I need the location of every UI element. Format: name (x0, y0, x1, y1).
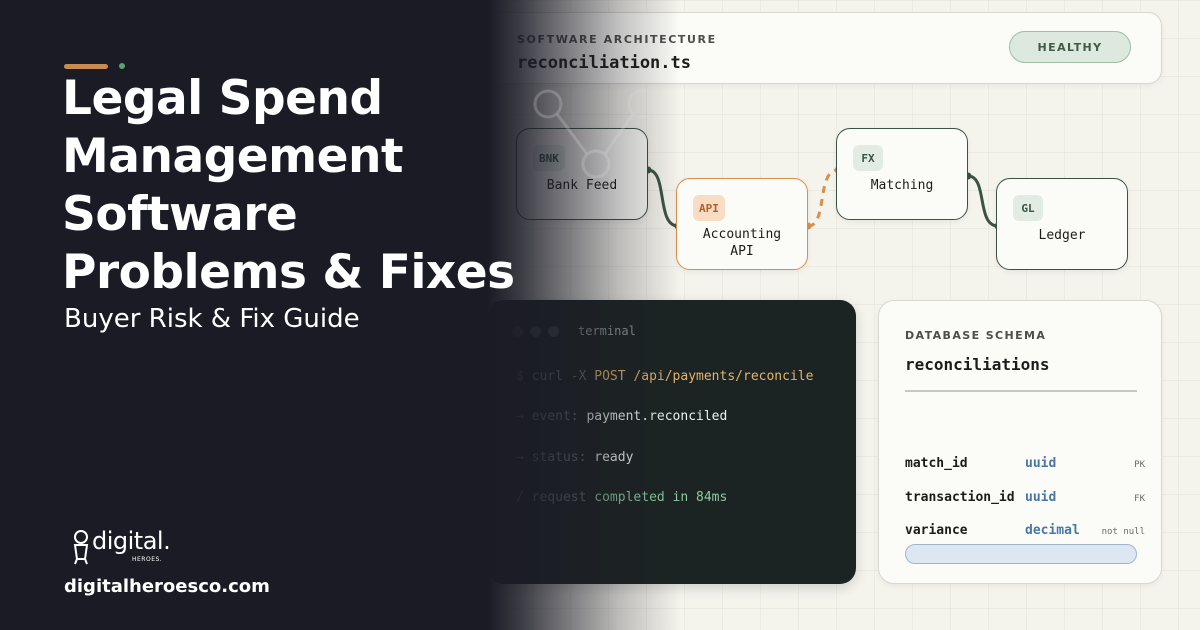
flow-node-ledger[interactable]: GL Ledger (996, 178, 1128, 270)
terminal-line: $ curl -X POST /api/payments/reconcile (516, 369, 813, 384)
node-label: Ledger (1038, 228, 1086, 243)
hero-title: Legal Spend Management Software Problems… (62, 70, 532, 302)
connector-bank-to-api (647, 168, 679, 228)
schema-field-type: uuid (1025, 490, 1057, 505)
hero-title-line: Legal Spend (62, 71, 383, 126)
database-schema-card: DATABASE SCHEMA reconciliations match_id… (878, 300, 1162, 584)
schema-field-key: PK (1134, 460, 1145, 470)
terminal-token: request (531, 490, 595, 505)
terminal-token: POST (594, 369, 626, 384)
node-tag: FX (853, 145, 883, 171)
accent-bar (64, 64, 108, 69)
hero-mascot-icon (73, 530, 89, 565)
window-dot-icon (548, 326, 559, 337)
hero-title-line: Management (62, 129, 403, 184)
terminal-title: terminal (578, 324, 636, 338)
terminal-prompt: → (516, 450, 532, 465)
schema-divider (905, 390, 1137, 392)
website-link[interactable]: digitalheroesco.com (64, 576, 270, 597)
terminal-token: payment.reconciled (586, 409, 728, 424)
connector-api-to-matching (807, 168, 839, 228)
schema-field-type: uuid (1025, 456, 1057, 471)
brand-subtext: HEROES. (132, 556, 163, 563)
schema-field-type: decimal (1025, 523, 1080, 538)
terminal-prompt: → (516, 409, 532, 424)
terminal-token: event: (531, 409, 587, 424)
flow-node-bank-feed[interactable]: BNK Bank Feed (516, 128, 648, 220)
node-label: Bank Feed (546, 178, 618, 193)
terminal-window: terminal $ curl -X POST /api/payments/re… (488, 300, 856, 584)
accent-dot (119, 63, 125, 69)
terminal-token: curl -X (531, 369, 595, 384)
node-tag: BNK (533, 145, 565, 171)
node-label-line: API (730, 244, 754, 259)
terminal-token: /api/payments/reconcile (625, 369, 814, 384)
terminal-token: status: (531, 450, 595, 465)
schema-field-key: FK (1134, 494, 1145, 504)
status-badge: HEALTHY (1009, 31, 1131, 63)
terminal-prompt: / (516, 490, 532, 505)
connector-matching-to-ledger (967, 174, 999, 228)
terminal-token: completed in 84ms (594, 490, 728, 505)
schema-field-name: match_id (905, 456, 968, 471)
node-label: Matching (870, 178, 934, 193)
node-label-line: Accounting (702, 227, 782, 242)
terminal-line: → status: ready (516, 450, 633, 465)
schema-field-key: not null (1101, 527, 1145, 537)
node-tag: GL (1013, 195, 1043, 221)
brand-wordmark: digital. (92, 527, 171, 555)
flow-node-matching[interactable]: FX Matching (836, 128, 968, 220)
window-dot-icon (512, 326, 523, 337)
node-tag: API (693, 195, 725, 221)
terminal-prompt: $ (516, 369, 532, 384)
terminal-token: ready (594, 450, 634, 465)
terminal-line: / request completed in 84ms (516, 490, 727, 505)
schema-field-name: transaction_id (905, 490, 1015, 505)
terminal-line: → event: payment.reconciled (516, 409, 727, 424)
hero-subtitle: Buyer Risk & Fix Guide (64, 304, 360, 334)
schema-field-name: variance (905, 523, 968, 538)
schema-eyebrow: DATABASE SCHEMA (905, 329, 1047, 342)
schema-row-highlight (905, 544, 1137, 564)
schema-table-name: reconciliations (905, 355, 1050, 374)
window-dot-icon (530, 326, 541, 337)
hero-title-line: Problems & Fixes (62, 245, 515, 300)
hero-title-line: Software (62, 187, 298, 242)
